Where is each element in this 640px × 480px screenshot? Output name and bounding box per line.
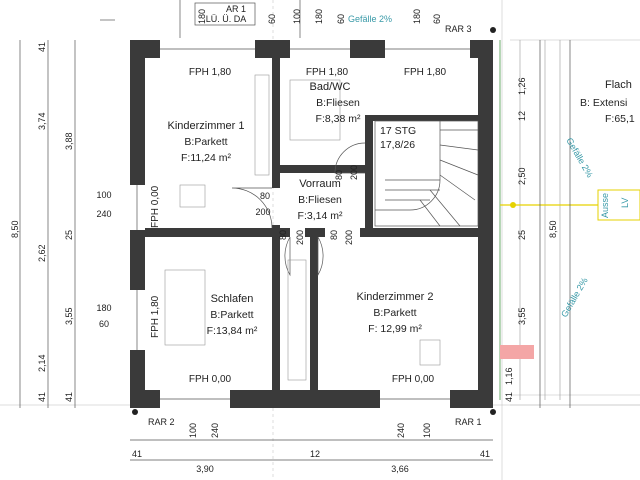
fph-label: FPH 1,80 <box>404 67 447 78</box>
rar-label: RAR 1 <box>455 417 482 427</box>
dim-label: 3,55 <box>517 307 527 325</box>
dim-label: 1,26 <box>517 77 527 95</box>
room-name: Kinderzimmer 2 <box>356 291 433 303</box>
room-floor: B:Parkett <box>210 309 253 321</box>
dim-label: 25 <box>517 230 527 240</box>
dim-label: 200 <box>255 207 270 217</box>
staircase <box>374 120 479 227</box>
dim-label: 80 <box>334 170 344 180</box>
dim-label: 200 <box>344 230 354 245</box>
dim-label: 3,74 <box>37 112 47 130</box>
dim-label: 2,14 <box>37 354 47 372</box>
stairs-steps: 17 STG <box>380 125 416 137</box>
fph-label: FPH 0,00 <box>392 374 435 385</box>
interior-walls <box>145 58 478 390</box>
room-kinderzimmer-2: Kinderzimmer 2 B:Parkett F: 12,99 m² <box>356 291 433 335</box>
dim-label: 100 <box>188 423 198 438</box>
room-floor: B:Fliesen <box>316 97 360 109</box>
dim-label: 60 <box>336 14 346 24</box>
ar-label: AR 1 <box>226 4 246 14</box>
dim-label: 3,66 <box>391 464 409 474</box>
dim-label: 3,90 <box>196 464 214 474</box>
dim-label: 8,50 <box>10 220 20 238</box>
fph-label: FPH 1,80 <box>150 295 161 338</box>
room-area: F: 12,99 m² <box>368 323 422 335</box>
room-floor: B:Fliesen <box>298 194 342 206</box>
stairs-ratio: 17,8/26 <box>380 139 415 151</box>
rar-label: RAR 2 <box>148 417 175 427</box>
rar-label: RAR 3 <box>445 24 472 34</box>
dim-label: 200 <box>295 230 305 245</box>
dim-label: 180 <box>412 9 422 24</box>
room-area: F:3,14 m² <box>298 210 343 222</box>
ar-sublabel: LÜ. Ü. DA <box>206 14 247 24</box>
dim-label: 41 <box>64 392 74 402</box>
dim-label: 3,88 <box>64 132 74 150</box>
dim-label: 180 <box>197 9 207 24</box>
dim-label: 60 <box>432 14 442 24</box>
room-flachdach: Flach B: Extensi F:65,1 <box>580 79 635 125</box>
dim-label: 180 <box>314 9 324 24</box>
dim-label: 60 <box>267 14 277 24</box>
room-kinderzimmer-1: Kinderzimmer 1 B:Parkett F:11,24 m² <box>167 120 244 164</box>
furniture <box>164 74 441 381</box>
dim-label: 3,55 <box>64 307 74 325</box>
dim-label: 240 <box>396 423 406 438</box>
dim-label: 41 <box>504 392 514 402</box>
dim-label: 240 <box>210 423 220 438</box>
room-name: Kinderzimmer 1 <box>167 120 244 132</box>
dim-label: 12 <box>310 449 320 459</box>
room-vorraum: Vorraum B:Fliesen F:3,14 m² <box>298 178 343 222</box>
dim-label: 180 <box>96 303 111 313</box>
room-area: F:13,84 m² <box>207 325 258 337</box>
dim-label: 200 <box>349 165 359 180</box>
dim-label: 12 <box>517 111 527 121</box>
dim-label: 41 <box>480 449 490 459</box>
room-name: Vorraum <box>299 178 341 190</box>
door-swings <box>231 142 366 277</box>
dim-label: 2,50 <box>517 167 527 185</box>
room-name: Schlafen <box>211 293 254 305</box>
ausse-label: Ausse <box>600 193 610 218</box>
dim-label: 1,16 <box>504 367 514 385</box>
slope-label: Gefälle 2% <box>559 276 590 319</box>
fph-label: FPH 0,00 <box>150 185 161 228</box>
room-bad-wc: Bad/WC B:Fliesen F:8,38 m² <box>310 81 361 125</box>
dim-label: 100 <box>96 190 111 200</box>
room-name: Bad/WC <box>310 81 351 93</box>
room-floor: B:Parkett <box>184 136 227 148</box>
windows <box>130 40 470 408</box>
room-area: F:11,24 m² <box>181 152 231 164</box>
dim-label: 240 <box>96 209 111 219</box>
room-schlafen: Schlafen B:Parkett F:13,84 m² <box>207 293 258 337</box>
room-floor: B:Parkett <box>373 307 416 319</box>
room-name: Flach <box>605 79 632 91</box>
dim-label: 100 <box>292 9 302 24</box>
slope-label: Gefälle 2% <box>564 136 595 179</box>
dim-label: 41 <box>37 42 47 52</box>
dim-label: 80 <box>260 191 270 201</box>
dim-label: 60 <box>99 319 109 329</box>
dimension-lines <box>19 0 571 461</box>
fph-label: FPH 1,80 <box>189 67 232 78</box>
room-area: F:8,38 m² <box>316 113 361 125</box>
room-area: F:65,1 <box>605 113 635 125</box>
room-floor: B: Extensi <box>580 97 627 109</box>
dim-label: 100 <box>422 423 432 438</box>
ausse-sublabel: LV <box>620 198 630 208</box>
dim-label: 80 <box>278 230 288 240</box>
dim-label: 41 <box>37 392 47 402</box>
slope-label: Gefälle 2% <box>348 14 392 24</box>
dim-label: 25 <box>64 230 74 240</box>
dim-label: 41 <box>132 449 142 459</box>
dim-label: 2,62 <box>37 244 47 262</box>
dim-label: 80 <box>329 230 339 240</box>
flat-roof-area <box>500 40 640 400</box>
fph-label: FPH 1,80 <box>306 67 349 78</box>
dim-label: 8,50 <box>548 220 558 238</box>
fph-label: FPH 0,00 <box>189 374 232 385</box>
